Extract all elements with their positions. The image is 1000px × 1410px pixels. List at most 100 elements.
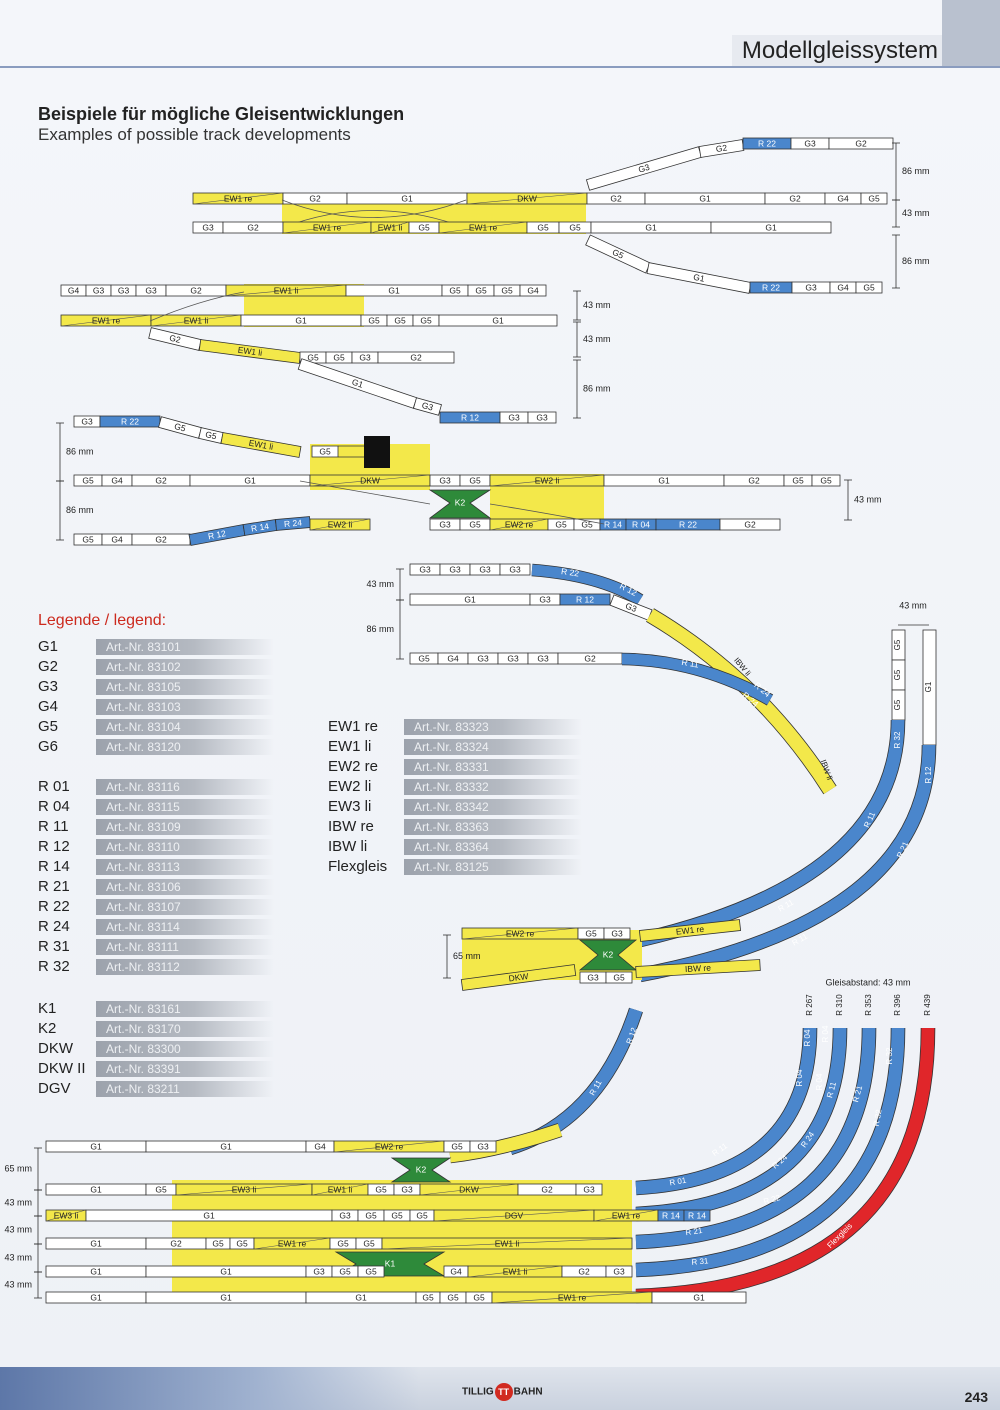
track-label: R 14 bbox=[250, 521, 270, 534]
track-segment bbox=[605, 1265, 633, 1278]
track-label: G5 bbox=[820, 475, 832, 485]
legend-article-number: Art.-Nr. 83115 bbox=[96, 799, 274, 815]
track-label: G1 bbox=[658, 475, 670, 485]
track-label: DKW bbox=[459, 1184, 479, 1194]
crossing-label: K1 bbox=[385, 1258, 396, 1268]
track-label: G3 bbox=[313, 1266, 325, 1276]
legend-article-number: Art.-Nr. 83109 bbox=[96, 819, 274, 835]
track-label: EW1 li bbox=[274, 285, 299, 295]
legend-code: R 21 bbox=[38, 878, 70, 895]
turnout-diverge-line bbox=[593, 1209, 659, 1222]
turnout-curve bbox=[281, 210, 467, 229]
track-label: G1 bbox=[220, 1266, 232, 1276]
track-label: G5 bbox=[416, 1210, 428, 1220]
track-label: G3 bbox=[93, 285, 105, 295]
track-label: G3 bbox=[509, 564, 521, 574]
track-label: G2 bbox=[155, 475, 167, 485]
track-label: G4 bbox=[111, 475, 123, 485]
turnout-diverge-line bbox=[461, 927, 579, 940]
track-label: R 11 bbox=[776, 897, 795, 913]
legend-article-number: Art.-Nr. 83120 bbox=[96, 739, 274, 755]
track-segment-angled: EW1 li bbox=[220, 432, 302, 458]
turnout-diverge-line bbox=[192, 192, 284, 205]
page-number: 243 bbox=[964, 1389, 988, 1405]
legend-code: DGV bbox=[38, 1080, 71, 1097]
legend-row: R 12 Art.-Nr. 83110 bbox=[38, 838, 278, 856]
dimension-label: 43 mm bbox=[902, 208, 930, 218]
dimension-label: 86 mm bbox=[366, 624, 394, 634]
legend-article-number: Art.-Nr. 83102 bbox=[96, 659, 274, 675]
track-label: G5 bbox=[337, 1238, 349, 1248]
track-label: G1 bbox=[464, 594, 476, 604]
track-label: G5 bbox=[792, 475, 804, 485]
track-label: R 32 bbox=[872, 1108, 884, 1127]
legend-code: R 12 bbox=[38, 838, 70, 855]
track-label: G4 bbox=[837, 282, 849, 292]
track-label: R 12 bbox=[924, 766, 933, 783]
track-label: G3 bbox=[145, 285, 157, 295]
legend-code: EW3 li bbox=[328, 798, 372, 815]
legend-article-number: Art.-Nr. 83110 bbox=[96, 839, 274, 855]
curve-band bbox=[531, 564, 643, 605]
track-label: G5 bbox=[418, 222, 430, 232]
dimension-label: 86 mm bbox=[902, 256, 930, 266]
track-label: G4 bbox=[111, 534, 123, 544]
track-label: G3 bbox=[508, 412, 520, 422]
crossing-k2 bbox=[390, 1157, 452, 1183]
track-label: R 22 bbox=[763, 1193, 782, 1206]
track-label: R 32 bbox=[885, 1047, 894, 1064]
track-label: R 14 bbox=[688, 1210, 706, 1220]
legend-code: R 32 bbox=[38, 958, 70, 975]
legend-article-number: Art.-Nr. 83331 bbox=[404, 759, 582, 775]
turnout-diverge-line bbox=[381, 1237, 633, 1250]
track-label: G5 bbox=[863, 282, 875, 292]
track-label: DGV bbox=[505, 1210, 524, 1220]
track-segment bbox=[557, 652, 623, 665]
track-label: EW3 li bbox=[232, 1184, 257, 1194]
track-label: EW1 re bbox=[313, 222, 342, 232]
legend-code: IBW re bbox=[328, 818, 374, 835]
legend-article-number: Art.-Nr. 83324 bbox=[404, 739, 582, 755]
dimension-label: 86 mm bbox=[66, 505, 94, 515]
track-label: R 11 bbox=[681, 657, 700, 670]
legend-article-number: Art.-Nr. 83300 bbox=[96, 1041, 274, 1057]
track-label: G1 bbox=[351, 377, 365, 390]
track-label: EW1 re bbox=[675, 924, 705, 937]
track-label: G3 bbox=[637, 162, 651, 175]
track-segment-angled: G3 bbox=[609, 594, 653, 621]
track-label: G2 bbox=[190, 285, 202, 295]
legend-code: R 04 bbox=[38, 798, 70, 815]
track-segment bbox=[527, 411, 557, 424]
track-label: G5 bbox=[449, 285, 461, 295]
turnout-diverge-line bbox=[150, 314, 242, 327]
track-label: G3 bbox=[613, 1266, 625, 1276]
track-label: G5 bbox=[173, 421, 187, 434]
track-label: R 04 bbox=[795, 1069, 804, 1086]
dimension-label: 43 mm bbox=[4, 1224, 32, 1234]
track-segment-angled: R 12 bbox=[188, 524, 246, 546]
dimension-label: 43 mm bbox=[583, 334, 611, 344]
track-label: G5 bbox=[893, 639, 902, 650]
track-label: EW1 li bbox=[184, 315, 209, 325]
track-label: R 12 bbox=[461, 412, 479, 422]
legend-code: R 22 bbox=[38, 898, 70, 915]
legend-article-number: Art.-Nr. 83114 bbox=[96, 919, 274, 935]
track-segment bbox=[651, 1291, 747, 1304]
track-label: G3 bbox=[439, 475, 451, 485]
track-segment-angled: EW1 re bbox=[638, 919, 742, 942]
track-label: G3 bbox=[339, 1210, 351, 1220]
track-label: G5 bbox=[339, 1266, 351, 1276]
legend-article-number: Art.-Nr. 83112 bbox=[96, 959, 274, 975]
dimension-label: 86 mm bbox=[66, 446, 94, 456]
track-label: G2 bbox=[584, 653, 596, 663]
header-tab-edge bbox=[942, 0, 1000, 67]
track-segment bbox=[603, 927, 631, 940]
curve-band bbox=[635, 1027, 876, 1249]
